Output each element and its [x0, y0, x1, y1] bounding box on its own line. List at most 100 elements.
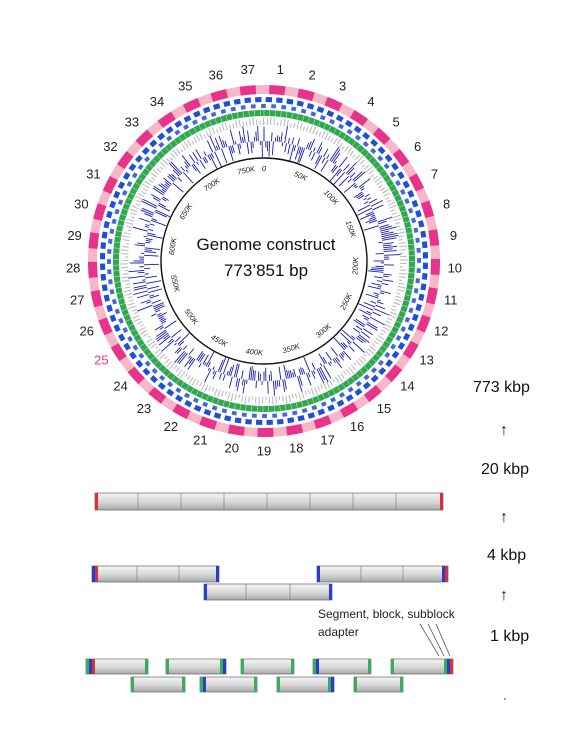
block-mark	[306, 103, 315, 110]
subblock-tick	[306, 399, 309, 406]
segment-arc	[227, 424, 245, 436]
subblock-tick	[144, 167, 150, 172]
adapter-mark	[447, 659, 450, 674]
adapter-mark	[368, 659, 371, 674]
gc-spike	[358, 334, 370, 344]
adapter-mark	[354, 677, 357, 692]
gc-spike	[172, 182, 184, 193]
block-mark	[132, 344, 139, 351]
gc-spike	[360, 331, 371, 339]
subblock-tick	[346, 379, 351, 386]
gc-spike	[383, 273, 392, 276]
gc-spike	[367, 197, 372, 201]
gc-spike	[230, 145, 234, 154]
block-mark	[211, 405, 218, 411]
subblock-tick	[356, 144, 361, 150]
feature-mark	[396, 228, 404, 231]
feature-mark	[191, 141, 195, 145]
feature-mark	[238, 394, 240, 399]
adapter-mark	[203, 677, 206, 692]
subblock-tick	[364, 152, 370, 157]
gc-spike	[289, 144, 295, 162]
gc-spike	[235, 363, 240, 378]
gc-spike	[205, 351, 215, 367]
feature-mark	[326, 381, 331, 389]
gc-spike	[160, 318, 167, 323]
gc-spike	[218, 373, 223, 380]
gc-spike	[318, 367, 326, 381]
gc-spike	[355, 318, 366, 326]
block-mark	[210, 111, 217, 118]
bar-1kbp	[312, 658, 372, 675]
subblock-tick	[372, 160, 378, 165]
feature-mark	[175, 148, 181, 155]
subblock-tick	[114, 281, 121, 283]
block-mark	[138, 352, 145, 359]
gc-spike	[214, 137, 221, 150]
gc-spike	[154, 211, 167, 218]
gc-spike	[160, 183, 169, 190]
block-mark	[377, 359, 384, 366]
block-mark	[183, 392, 190, 399]
feature-mark	[369, 345, 376, 352]
subblock-tick	[407, 238, 414, 240]
feature-mark	[399, 276, 406, 278]
gc-spike	[325, 351, 332, 361]
gc-spike	[204, 368, 212, 383]
subblock-tick	[126, 197, 133, 201]
gc-spike	[252, 369, 255, 381]
gc-spike	[321, 157, 326, 164]
feature-mark	[305, 126, 309, 132]
feature-mark	[344, 145, 350, 152]
annotation-pointer	[419, 623, 440, 657]
adapter-mark	[444, 659, 447, 674]
gc-spike	[199, 353, 206, 363]
subblock-tick	[214, 118, 218, 124]
gc-spike	[191, 164, 197, 172]
gc-spike	[153, 185, 166, 194]
gc-spike	[229, 129, 235, 145]
segment-arc	[172, 403, 191, 420]
feature-mark	[221, 123, 225, 132]
feature-mark	[156, 167, 162, 173]
gc-spike	[221, 148, 228, 164]
gc-spike	[255, 131, 257, 142]
gc-spike	[278, 366, 282, 380]
gc-spike	[340, 332, 352, 344]
block-mark	[191, 119, 198, 126]
subblock-tick	[400, 310, 406, 313]
subblock-tick	[139, 343, 145, 347]
block-mark	[240, 105, 246, 110]
gc-spike	[340, 342, 347, 349]
gc-spike	[288, 370, 291, 379]
gc-spike	[351, 335, 356, 340]
feature-mark	[124, 292, 133, 296]
block-mark	[150, 148, 158, 155]
block-mark	[395, 179, 401, 187]
subblock-tick	[375, 164, 381, 170]
subblock-tick	[200, 392, 204, 399]
block-mark	[407, 190, 415, 198]
subblock-tick	[375, 353, 381, 358]
feature-mark	[354, 154, 360, 161]
gc-spike	[316, 142, 323, 154]
segment-number: 12	[434, 324, 448, 339]
feature-mark	[169, 157, 174, 161]
bar-1kbp	[353, 676, 404, 693]
gc-spike	[176, 351, 187, 364]
feature-mark	[363, 353, 367, 357]
feature-mark	[391, 308, 397, 312]
feature-mark	[221, 390, 224, 397]
gc-spike	[287, 137, 290, 144]
adapter-mark	[329, 584, 332, 600]
feature-mark	[280, 119, 282, 127]
assembly-4kbp-bars	[91, 565, 449, 601]
subblock-tick	[239, 404, 242, 411]
subblock-tick	[166, 371, 171, 377]
subblock-tick	[317, 395, 320, 402]
gc-spike	[365, 293, 379, 299]
gc-spike	[332, 358, 336, 363]
subblock-tick	[382, 344, 388, 349]
gc-spike	[158, 315, 164, 320]
gc-spike	[352, 171, 363, 181]
